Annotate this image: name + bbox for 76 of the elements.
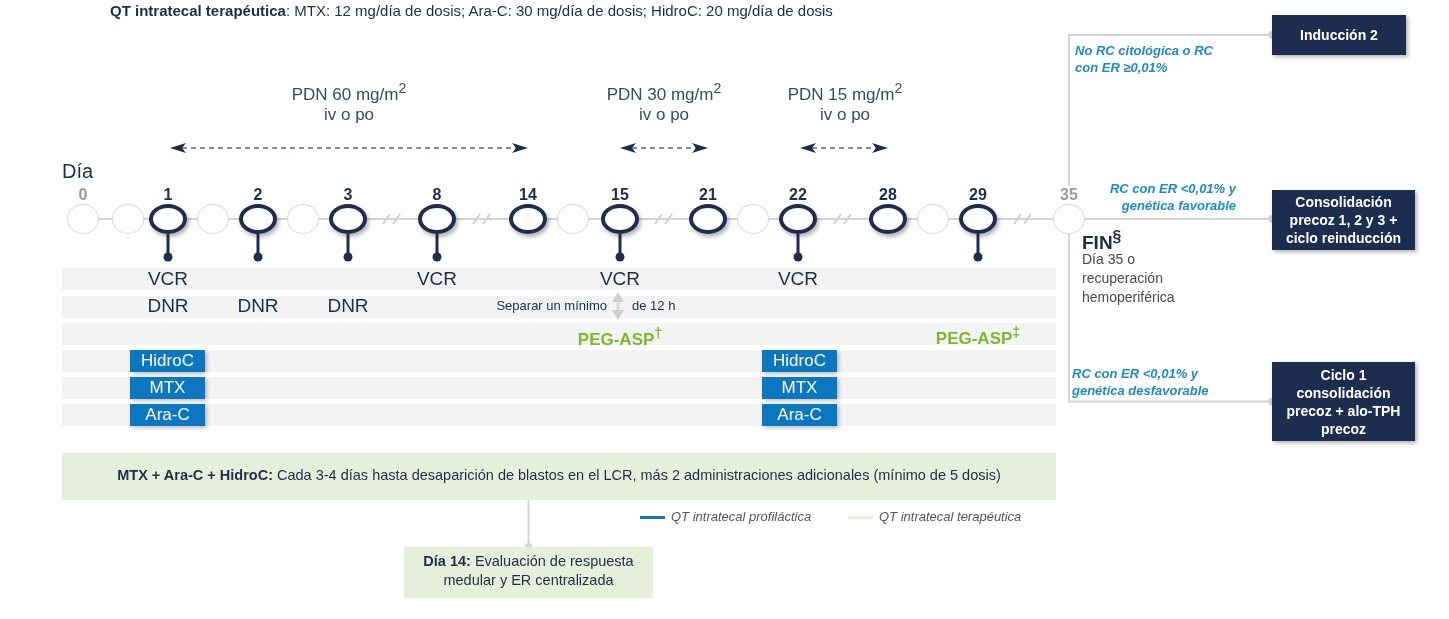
connector-line <box>98 218 113 220</box>
day-number: 22 <box>788 186 808 204</box>
connector-line <box>276 218 288 220</box>
day-marker <box>67 186 99 234</box>
note-box: MTX + Ara-C + HidroC: Cada 3-4 días hasta desaparición de blastos en el LCR, más 2 administraciones adicionales (mínimo de 5 dosis) <box>62 453 1056 500</box>
day-number: 8 <box>431 186 443 204</box>
day-marker <box>779 186 817 234</box>
day-marker <box>869 186 907 234</box>
dose-label: PDN 60 mg/m$^{2}$ iv o po <box>290 79 408 125</box>
day-marker <box>329 186 367 234</box>
connector-line <box>996 218 1054 220</box>
day-number: 14 <box>518 186 538 204</box>
outcome-box: Inducción 2 <box>1272 15 1406 55</box>
day-number: 2 <box>252 186 264 204</box>
timeline-circle <box>737 204 769 234</box>
drug-label: VCR <box>598 268 642 290</box>
connector-line <box>638 218 690 220</box>
day-marker <box>959 186 997 234</box>
connector-line <box>906 218 918 220</box>
day-marker <box>1053 186 1085 234</box>
drug-box: Ara-C <box>130 404 205 426</box>
day-number: 15 <box>610 186 630 204</box>
day-marker <box>239 186 277 234</box>
drug-box: MTX <box>762 377 837 399</box>
drug-label: VCR <box>415 268 459 290</box>
drug-label: VCR <box>146 268 190 290</box>
connector-line <box>143 218 150 220</box>
drug-box: HidroC <box>130 350 205 372</box>
outcome-box: Consolidación precoz 1, 2 y 3 + ciclo reinducción <box>1272 190 1415 250</box>
connector-line <box>366 218 419 220</box>
drug-label: PEG-ASP$^{‡}$ <box>934 323 1022 349</box>
day-number: 3 <box>342 186 354 204</box>
day-number: 1 <box>162 186 174 204</box>
day-number: 0 <box>77 186 89 204</box>
drug-box: Ara-C <box>762 404 837 426</box>
note-box: Día 14: Evaluación de respuesta medular y ER centralizada <box>404 547 653 598</box>
day-number: 28 <box>878 186 898 204</box>
connector-line <box>588 218 602 220</box>
drug-box: HidroC <box>762 350 837 372</box>
note-text: de 12 h <box>632 298 676 314</box>
connector-line <box>546 218 558 220</box>
day-marker <box>601 186 639 234</box>
connector-line <box>318 218 330 220</box>
note-text: Separar un mínimo <box>495 298 607 314</box>
day-marker <box>689 186 727 234</box>
drug-label: DNR <box>236 295 280 317</box>
drug-label: VCR <box>776 268 820 290</box>
drug-box: MTX <box>130 377 205 399</box>
axis-title: Día <box>62 160 94 183</box>
timeline-circle <box>557 204 589 234</box>
drug-label: DNR <box>326 295 370 317</box>
connector-line <box>186 218 198 220</box>
timeline-circle <box>917 204 949 234</box>
day-marker <box>149 186 187 234</box>
drug-label: PEG-ASP$^{†}$ <box>576 324 664 351</box>
dose-label: PDN 30 mg/m$^{2}$ iv o po <box>605 79 723 125</box>
connector-line <box>228 218 240 220</box>
connector-line <box>455 218 510 220</box>
drug-label: DNR <box>146 295 190 317</box>
day-marker <box>509 186 547 234</box>
legend-text: QT intratecal terapéutica <box>879 509 1022 524</box>
connector-line <box>726 218 738 220</box>
day-number: 21 <box>698 186 718 204</box>
outcome-box: Ciclo 1 consolidación precoz + alo-TPH precoz <box>1272 362 1415 441</box>
day-number: 35 <box>1059 186 1079 204</box>
connector-line <box>768 218 780 220</box>
timeline-circle <box>287 204 319 234</box>
legend-text: QT intratecal profiláctica <box>671 509 812 524</box>
note-text: QT intratecal terapéutica: MTX: 12 mg/día de dosis; Ara-C: 30 mg/día de dosis; HidroC: 20 mg/día de dosis <box>110 2 833 20</box>
dose-label: PDN 15 mg/m$^{2}$ iv o po <box>786 79 904 125</box>
connector-line <box>948 218 960 220</box>
connector-line <box>816 218 870 220</box>
day-marker <box>418 186 456 234</box>
timeline-circle <box>112 204 144 234</box>
day-number: 29 <box>968 186 988 204</box>
timeline-circle <box>197 204 229 234</box>
